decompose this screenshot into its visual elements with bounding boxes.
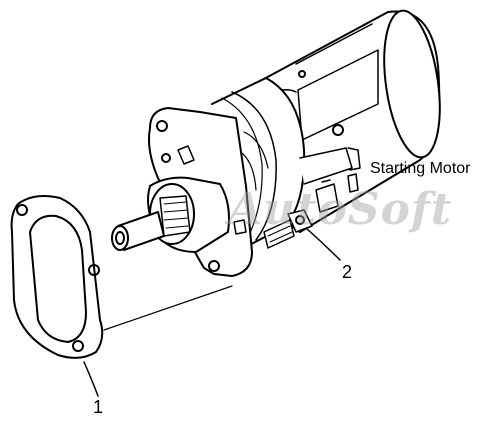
pinion-shaft — [111, 211, 165, 251]
callout-2-leader — [305, 227, 341, 261]
callout-number-1: 1 — [93, 397, 104, 417]
diagram-title: Starting Motor — [370, 160, 471, 177]
bolt-icon — [263, 209, 313, 249]
terminal-stud — [315, 173, 359, 213]
callout-1-leader — [83, 361, 99, 397]
alignment-line — [103, 285, 233, 331]
callout-number-2: 2 — [342, 262, 353, 282]
gasket-icon — [10, 195, 104, 359]
